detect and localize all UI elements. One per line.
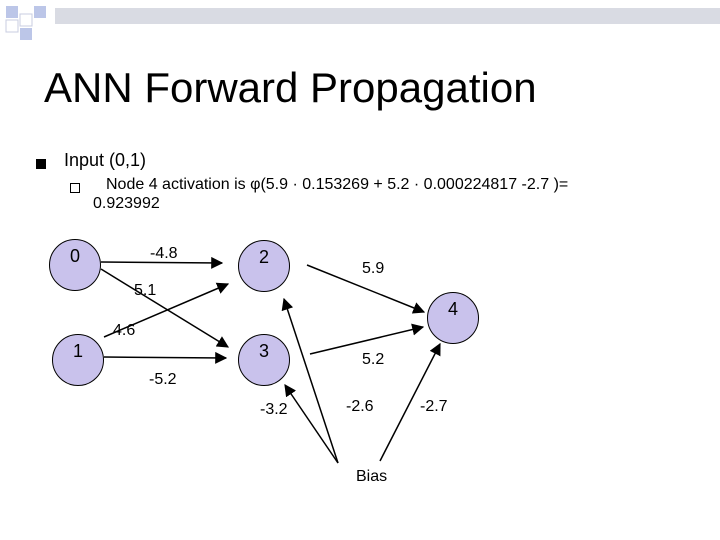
edge-2-4 xyxy=(306,264,426,314)
node-label: 3 xyxy=(258,341,269,361)
weight-label-1-3: -5.2 xyxy=(149,371,177,388)
node-label: 2 xyxy=(258,247,269,267)
deco-square xyxy=(5,19,19,33)
sub-bullet-text-line1: Node 4 activation is φ(5.9 · 0.153269 + … xyxy=(106,176,569,193)
edge-1-3 xyxy=(103,351,228,364)
weight-label-0-3: 4.6 xyxy=(113,322,136,339)
node-label: 0 xyxy=(69,246,80,266)
edge-bias-4 xyxy=(379,342,441,462)
weight-label-2-4: 5.9 xyxy=(362,260,385,277)
node-label: 4 xyxy=(447,299,458,319)
edge-bias-2 xyxy=(281,297,339,464)
weight-label-0-2: -4.8 xyxy=(150,245,178,262)
sub-bullet-text-line2: 0.923992 xyxy=(93,195,160,212)
bullet-text: Input (0,1) xyxy=(64,150,147,170)
node-2: 2 xyxy=(238,240,290,292)
edge-0-2 xyxy=(100,256,224,269)
edge-1-2 xyxy=(103,282,230,338)
bullet-square-icon xyxy=(36,159,46,169)
node-4: 4 xyxy=(427,292,479,344)
slide-title: ANN Forward Propagation xyxy=(44,64,537,111)
node-3: 3 xyxy=(238,334,290,386)
deco-square xyxy=(34,6,46,18)
deco-square xyxy=(19,13,33,27)
node-label: 1 xyxy=(72,341,83,361)
weight-label-bias-3: -2.6 xyxy=(346,398,374,415)
edge-3-4 xyxy=(309,323,425,355)
header-decoration xyxy=(5,6,720,40)
weight-label-bias-2: -3.2 xyxy=(260,401,288,418)
sub-bullet-square-icon xyxy=(70,183,80,193)
weight-label-bias-4: -2.7 xyxy=(420,398,448,415)
node-0: 0 xyxy=(49,239,101,291)
edge-bias-3 xyxy=(284,384,339,464)
deco-square xyxy=(6,6,18,18)
weight-label-1-2: 5.1 xyxy=(134,282,157,299)
edge-0-3 xyxy=(100,268,230,348)
node-1: 1 xyxy=(52,334,104,386)
header-bar xyxy=(55,8,720,24)
deco-square xyxy=(20,28,32,40)
bias-label: Bias xyxy=(356,468,388,485)
weight-label-3-4: 5.2 xyxy=(362,351,385,368)
